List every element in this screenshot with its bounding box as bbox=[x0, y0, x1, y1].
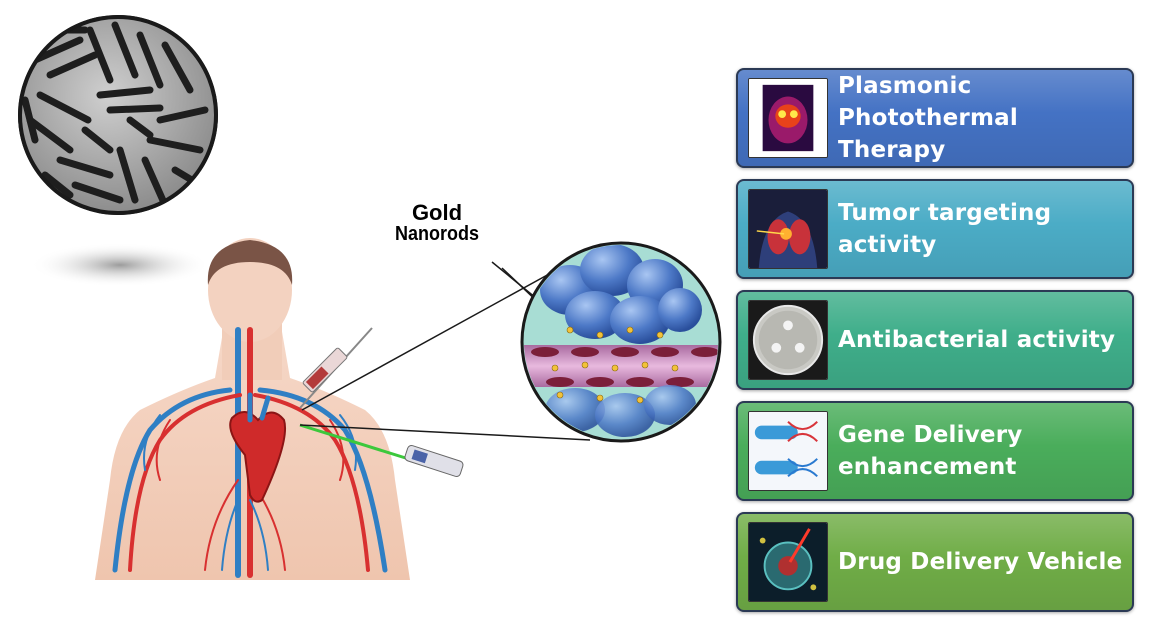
thermal-image-icon bbox=[748, 78, 828, 158]
tem-nanorod-image bbox=[18, 15, 218, 215]
application-label: Antibacterial activity bbox=[838, 327, 1116, 353]
tem-shadow bbox=[30, 243, 210, 287]
cell-laser-icon bbox=[748, 522, 828, 602]
laser-probe-icon bbox=[299, 423, 464, 478]
dna-capsule-icon bbox=[748, 411, 828, 491]
blood-vessel-zoom bbox=[520, 241, 722, 443]
label-line-nanorods: Nanorods bbox=[394, 223, 480, 245]
application-card-gene-delivery: Gene Delivery enhancement bbox=[736, 401, 1134, 501]
application-label: Drug Delivery Vehicle bbox=[838, 549, 1123, 575]
tumor-xray-icon bbox=[748, 189, 828, 269]
petri-dish-icon bbox=[748, 300, 828, 380]
application-card-antibacterial: Antibacterial activity bbox=[736, 290, 1134, 390]
application-card-drug-delivery: Drug Delivery Vehicle bbox=[736, 512, 1134, 612]
label-line-gold: Gold bbox=[411, 200, 463, 225]
application-label: Gene Delivery enhancement bbox=[838, 422, 1023, 480]
application-card-photothermal: Plasmonic Photothermal Therapy bbox=[736, 68, 1134, 168]
syringe-icon bbox=[299, 327, 373, 409]
application-label: Plasmonic Photothermal Therapy bbox=[838, 73, 1018, 163]
application-label: Tumor targeting activity bbox=[838, 200, 1052, 258]
human-body-figure bbox=[95, 238, 410, 580]
application-card-tumor: Tumor targeting activity bbox=[736, 179, 1134, 279]
gold-nanorods-label: Gold Nanorods bbox=[372, 200, 502, 245]
